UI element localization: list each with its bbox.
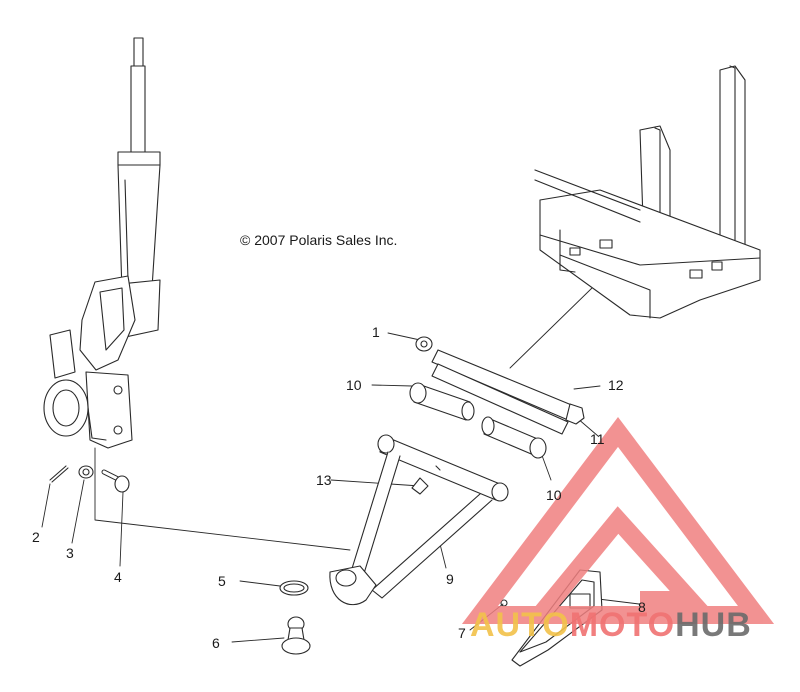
callout-12: 12 bbox=[608, 377, 624, 393]
cotter-pin bbox=[49, 465, 69, 483]
callout-5: 5 bbox=[218, 573, 226, 589]
watermark-part-auto: AUTO bbox=[470, 606, 570, 644]
copyright-notice: © 2007 Polaris Sales Inc. bbox=[240, 232, 398, 248]
leader-lines bbox=[41, 287, 640, 643]
ball-joint bbox=[281, 616, 311, 655]
callout-13: 13 bbox=[316, 472, 332, 488]
callout-1: 1 bbox=[372, 324, 380, 340]
callout-8: 8 bbox=[638, 599, 646, 615]
watermark-logo bbox=[461, 417, 775, 624]
callout-9: 9 bbox=[446, 571, 454, 587]
callout-11: 11 bbox=[590, 431, 605, 447]
pivot-tubes bbox=[431, 349, 585, 435]
bushing-upper bbox=[409, 382, 475, 421]
vehicle-frame bbox=[534, 65, 761, 319]
spindle-knuckle bbox=[43, 275, 136, 449]
snap-ring bbox=[279, 580, 309, 596]
callout-2: 2 bbox=[32, 529, 40, 545]
callout-10-upper: 10 bbox=[346, 377, 362, 393]
callout-3: 3 bbox=[66, 545, 74, 561]
callout-7: 7 bbox=[458, 625, 466, 641]
bushing-lower bbox=[481, 416, 547, 459]
a-arm bbox=[329, 434, 509, 606]
nut-small bbox=[415, 336, 433, 352]
callout-6: 6 bbox=[212, 635, 220, 651]
watermark-part-hub: HUB bbox=[675, 606, 752, 644]
watermark-text: AUTOMOTOHUB bbox=[470, 608, 752, 642]
castle-nut bbox=[78, 465, 94, 479]
watermark-part-moto: MOTO bbox=[569, 606, 676, 644]
callout-10-lower: 10 bbox=[546, 487, 562, 503]
bolt bbox=[101, 469, 130, 493]
callout-4: 4 bbox=[114, 569, 122, 585]
